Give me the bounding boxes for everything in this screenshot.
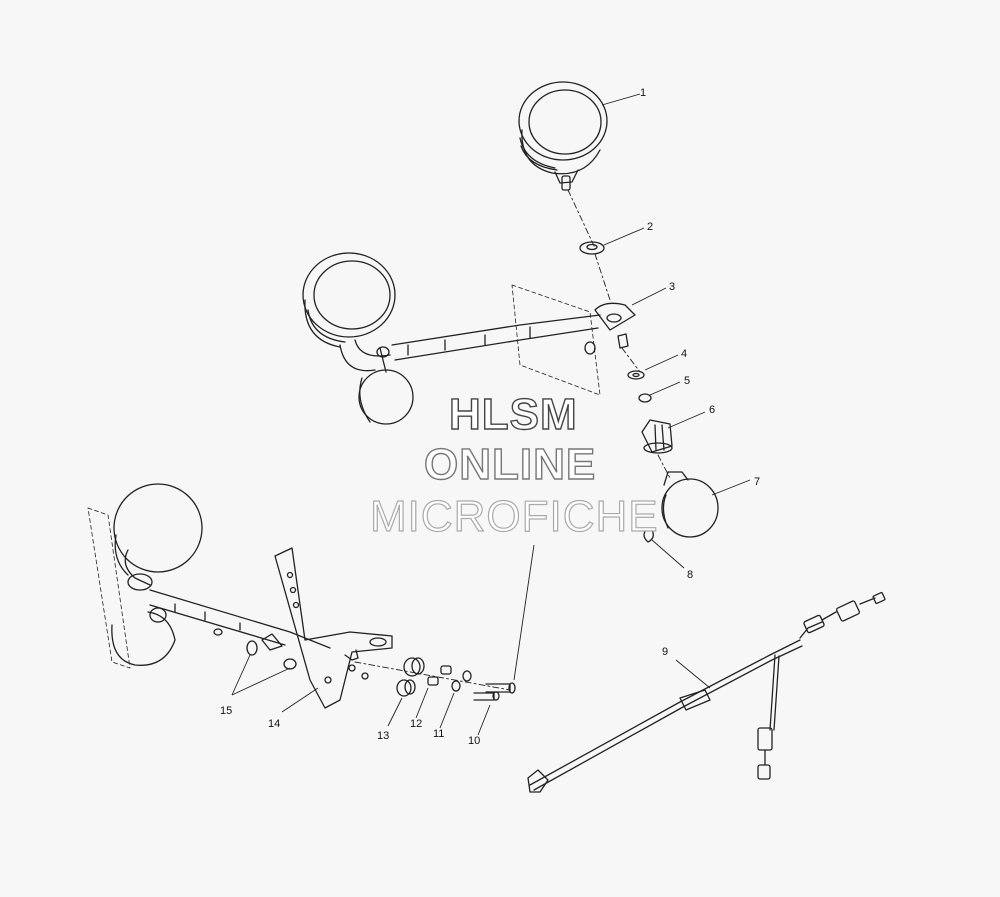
watermark-line-3: MICROFICHE [369,491,659,541]
grommet-part-13 [396,657,425,697]
callout-3: 3 [669,281,675,293]
wiring-harness-part-9 [527,591,886,793]
light-bar-left [87,483,331,670]
bracket-part-14 [274,547,393,709]
callout-1: 1 [640,87,646,99]
callout-9: 9 [662,646,668,658]
bulb-housing-part-7 [661,471,719,538]
nut-part-5 [638,393,652,403]
light-bar-center [302,252,636,425]
washer-part-11 [462,670,472,682]
washer-part-2 [579,241,605,255]
callout-14: 14 [268,718,280,730]
callout-2: 2 [647,221,653,233]
callout-10: 10 [468,735,480,747]
callout-5: 5 [684,375,690,387]
callout-13: 13 [377,730,389,742]
callout-15: 15 [220,705,232,717]
callout-6: 6 [709,404,715,416]
callout-8: 8 [687,569,693,581]
clip-part-8 [643,527,654,543]
boot-part-6 [641,419,673,454]
watermark-line-2: ONLINE [423,439,597,489]
headlight-top [518,81,608,191]
callout-12: 12 [410,718,422,730]
washer-part-4 [627,370,645,380]
callout-4: 4 [681,348,687,360]
callout-11: 11 [433,728,444,740]
spacer-part-12 [427,665,452,686]
callout-7: 7 [754,476,760,488]
bolt-part-10 [473,682,516,701]
watermark-line-1: HLSM [448,389,578,439]
